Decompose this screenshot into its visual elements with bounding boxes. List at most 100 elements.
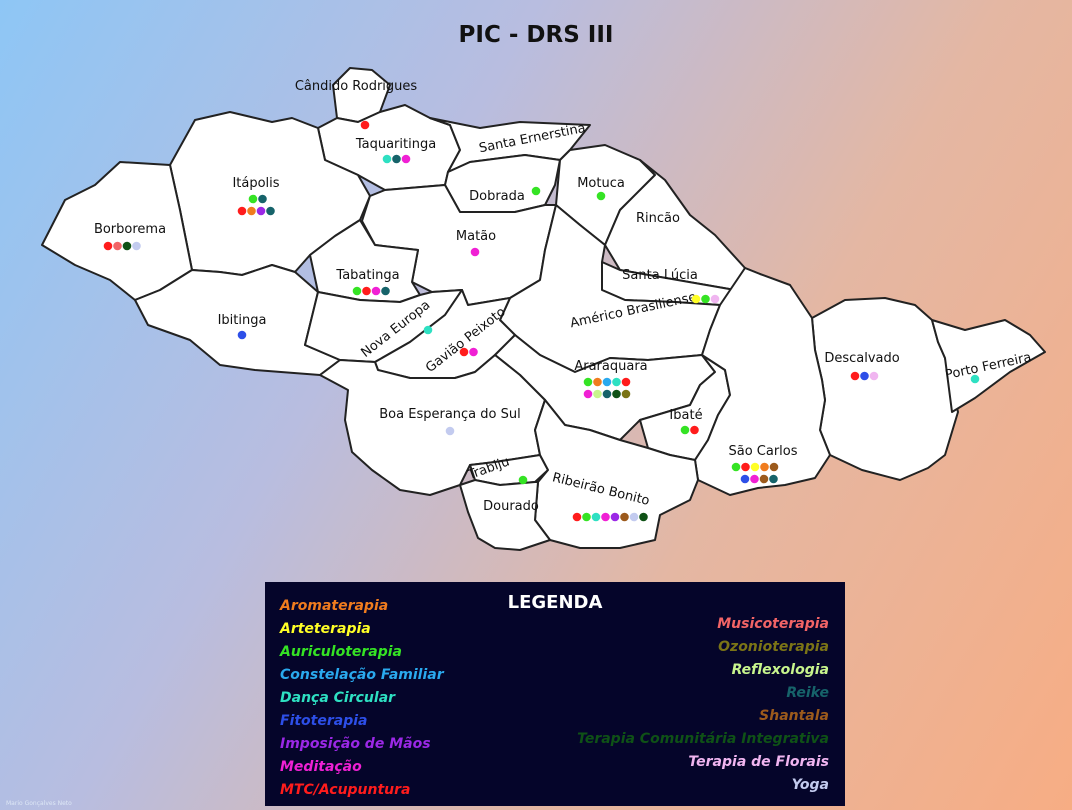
- legend-item-imposicao-de-maos: Imposição de Mãos: [280, 736, 431, 752]
- therapy-dot-araraquara-aromaterapia: [593, 377, 602, 387]
- therapy-dot-ribeirao-bonito-auriculoterapia: [582, 512, 591, 522]
- therapy-dot-dobrada-auriculoterapia: [531, 186, 541, 196]
- legend-item-meditacao: Meditação: [280, 759, 362, 775]
- therapy-dot-taquaritinga-meditacao: [401, 154, 411, 164]
- legend-item-terapia-de-florais: Terapia de Florais: [688, 754, 829, 770]
- therapy-dot-tabatinga-meditacao: [371, 286, 381, 296]
- legend-item-reflexologia: Reflexologia: [731, 662, 829, 678]
- therapy-dot-borborema-mtc-acupuntura: [103, 241, 113, 251]
- therapy-dot-ibitinga-fitoterapia: [237, 330, 247, 340]
- legend-item-reike: Reike: [786, 685, 829, 701]
- therapy-dot-porto-ferreira-danca-circular: [970, 374, 980, 384]
- legend-item-constelacao-familiar: Constelação Familiar: [280, 667, 444, 683]
- therapy-dot-americo-brasiliense-terapia-de-florais: [710, 294, 720, 304]
- therapy-dot-sao-carlos-mtc-acupuntura: [741, 462, 750, 472]
- therapy-dot-borborema-musicoterapia: [113, 241, 122, 251]
- therapy-dot-ribeirao-bonito-imposicao-de-maos: [610, 512, 620, 522]
- therapy-dot-itapolis-aromaterapia: [247, 206, 256, 216]
- therapy-dot-trabiju-auriculoterapia: [518, 475, 528, 485]
- therapy-dot-taquaritinga-danca-circular: [382, 154, 392, 164]
- therapy-dot-araraquara-mtc-acupuntura: [621, 377, 631, 387]
- therapy-dot-itapolis-auriculoterapia: [248, 194, 258, 204]
- therapy-dot-sao-carlos-fitoterapia: [740, 474, 750, 484]
- therapy-dot-borborema-terapia-comunitaria-integrativa: [122, 241, 132, 251]
- therapy-dot-americo-brasiliense-auriculoterapia: [701, 294, 710, 304]
- therapy-dot-americo-brasiliense-arteterapia: [691, 294, 701, 304]
- city-label-rincao: Rincão: [636, 211, 680, 226]
- therapy-dot-itapolis-mtc-acupuntura: [237, 206, 247, 216]
- legend-item-yoga: Yoga: [791, 777, 829, 793]
- therapy-dot-ribeirao-bonito-danca-circular: [591, 512, 601, 522]
- therapy-dot-gaviao-peixoto-mtc-acupuntura: [459, 347, 469, 357]
- legend-item-aromaterapia: Aromaterapia: [280, 598, 389, 614]
- therapy-dot-araraquara-constelacao-familiar: [602, 377, 612, 387]
- city-label-boa-esperanca-do-sul: Boa Esperança do Sul: [379, 407, 520, 422]
- city-label-candido-rodrigues: Cândido Rodrigues: [295, 79, 418, 94]
- therapy-dot-araraquara-terapia-comunitaria-integrativa: [612, 389, 621, 399]
- therapy-dot-sao-carlos-auriculoterapia: [731, 462, 741, 472]
- therapy-dot-tabatinga-reike: [381, 286, 390, 296]
- therapy-dot-ribeirao-bonito-mtc-acupuntura: [572, 512, 582, 522]
- therapy-dot-araraquara-reflexologia: [593, 389, 602, 399]
- therapy-dot-ribeirao-bonito-terapia-comunitaria-integrativa: [639, 512, 648, 522]
- therapy-dot-borborema-yoga: [132, 241, 141, 251]
- therapy-dot-ribeirao-bonito-shantala: [620, 512, 629, 522]
- legend-item-musicoterapia: Musicoterapia: [717, 616, 829, 632]
- city-label-dourado: Dourado: [483, 499, 539, 514]
- region-borborema: [41, 161, 193, 301]
- therapy-dot-araraquara-meditacao: [583, 389, 593, 399]
- city-label-borborema: Borborema: [94, 222, 166, 237]
- region-sao-carlos: [694, 267, 831, 496]
- therapy-dot-sao-carlos-meditacao: [750, 474, 759, 484]
- therapy-dot-itapolis-reike: [258, 194, 267, 204]
- region-porto-ferreira: [931, 319, 1046, 413]
- therapy-dot-descalvado-mtc-acupuntura: [850, 371, 860, 381]
- city-label-santa-lucia: Santa Lúcia: [622, 268, 698, 283]
- therapy-dot-ibate-auriculoterapia: [680, 425, 690, 435]
- therapy-dot-araraquara-reike: [602, 389, 612, 399]
- therapy-dot-ibate-mtc-acupuntura: [690, 425, 699, 435]
- legend-item-fitoterapia: Fitoterapia: [280, 713, 368, 729]
- city-label-ibate: Ibaté: [669, 408, 702, 423]
- city-label-taquaritinga: Taquaritinga: [355, 137, 436, 152]
- therapy-dot-sao-carlos-shantala: [759, 474, 769, 484]
- therapy-dot-araraquara-danca-circular: [612, 377, 621, 387]
- region-dourado: [459, 479, 551, 551]
- legend-item-arteterapia: Arteterapia: [280, 621, 371, 637]
- map-title: PIC - DRS III: [458, 22, 614, 48]
- therapy-dot-sao-carlos-arteterapia: [750, 462, 760, 472]
- city-label-araraquara: Araraquara: [574, 359, 647, 374]
- therapy-dot-descalvado-terapia-de-florais: [869, 371, 879, 381]
- city-label-motuca: Motuca: [577, 176, 625, 191]
- therapy-dot-nova-europa-danca-circular: [423, 325, 433, 335]
- legend-item-ozonioterapia: Ozonioterapia: [718, 639, 829, 655]
- legend-item-terapia-comunitaria-integrativa: Terapia Comunitária Integrativa: [577, 731, 829, 747]
- therapy-dot-tabatinga-auriculoterapia: [352, 286, 362, 296]
- legend-item-danca-circular: Dança Circular: [280, 690, 396, 706]
- author-watermark: Mario Gonçalves Neto: [6, 800, 72, 807]
- legend-item-auriculoterapia: Auriculoterapia: [280, 644, 402, 660]
- region-ribeirao-bonito: [534, 399, 699, 549]
- therapy-dot-itapolis-reike: [266, 206, 275, 216]
- city-label-tabatinga: Tabatinga: [335, 268, 399, 283]
- therapy-dot-gaviao-peixoto-meditacao: [469, 347, 478, 357]
- therapy-dot-motuca-auriculoterapia: [596, 191, 606, 201]
- therapy-dot-boa-esperanca-do-sul-yoga: [445, 426, 455, 436]
- city-label-itapolis: Itápolis: [232, 176, 279, 191]
- city-label-dobrada: Dobrada: [469, 189, 525, 204]
- therapy-dot-ribeirao-bonito-yoga: [629, 512, 639, 522]
- legend-title: LEGENDA: [507, 592, 603, 613]
- therapy-dot-taquaritinga-reike: [392, 154, 401, 164]
- therapy-dot-tabatinga-mtc-acupuntura: [362, 286, 371, 296]
- legend-item-mtc-acupuntura: MTC/Acupuntura: [280, 782, 411, 798]
- therapy-dot-araraquara-ozonioterapia: [621, 389, 631, 399]
- therapy-dot-matao-meditacao: [470, 247, 480, 257]
- legend-item-shantala: Shantala: [759, 708, 829, 724]
- therapy-dot-itapolis-imposicao-de-maos: [256, 206, 266, 216]
- city-label-matao: Matão: [456, 229, 496, 244]
- city-label-ibitinga: Ibitinga: [218, 313, 267, 328]
- therapy-dot-sao-carlos-shantala: [769, 462, 779, 472]
- city-label-sao-carlos: São Carlos: [728, 444, 797, 459]
